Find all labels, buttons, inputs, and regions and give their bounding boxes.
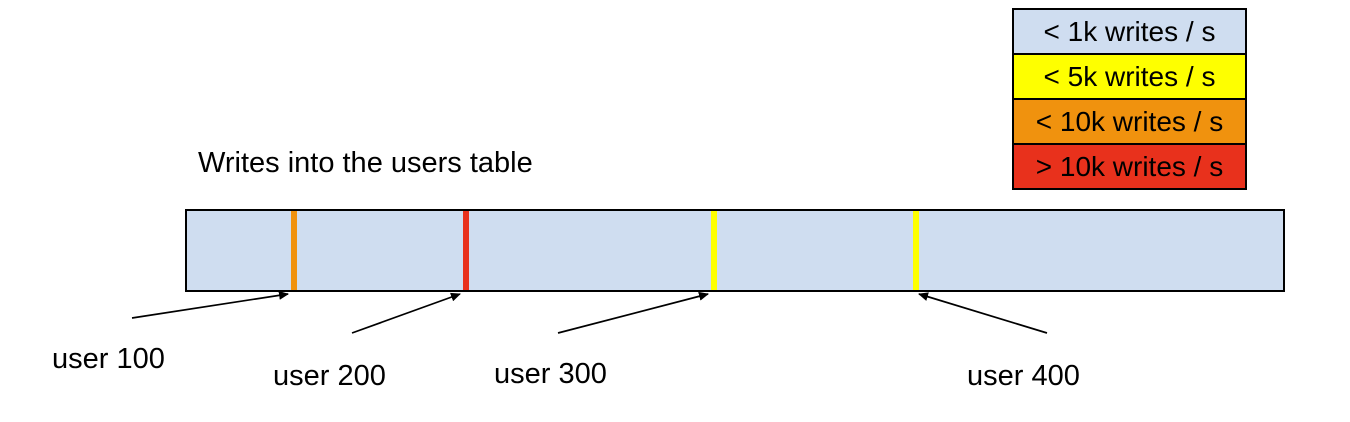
arrow-user-300	[557, 291, 709, 334]
arrow-user-100	[131, 290, 289, 319]
label-user-300: user 300	[494, 358, 607, 390]
legend-item-lt-5k: < 5k writes / s	[1012, 53, 1247, 100]
legend-item-lt-1k: < 1k writes / s	[1012, 8, 1247, 55]
legend-item-gt-10k: > 10k writes / s	[1012, 143, 1247, 190]
hotspot-stripe-user-200	[463, 211, 469, 290]
hotspot-stripe-user-400	[913, 211, 919, 290]
label-user-200: user 200	[273, 360, 386, 392]
arrow-user-200	[351, 292, 461, 334]
label-user-400: user 400	[967, 360, 1080, 392]
hotspot-stripe-user-300	[711, 211, 717, 290]
legend: < 1k writes / s < 5k writes / s < 10k wr…	[1012, 8, 1247, 190]
hotspot-stripe-user-100	[291, 211, 297, 290]
diagram-title: Writes into the users table	[198, 147, 533, 179]
label-user-100: user 100	[52, 343, 165, 375]
arrow-user-400	[918, 292, 1048, 334]
legend-item-lt-10k: < 10k writes / s	[1012, 98, 1247, 145]
users-table-bar	[185, 209, 1285, 292]
